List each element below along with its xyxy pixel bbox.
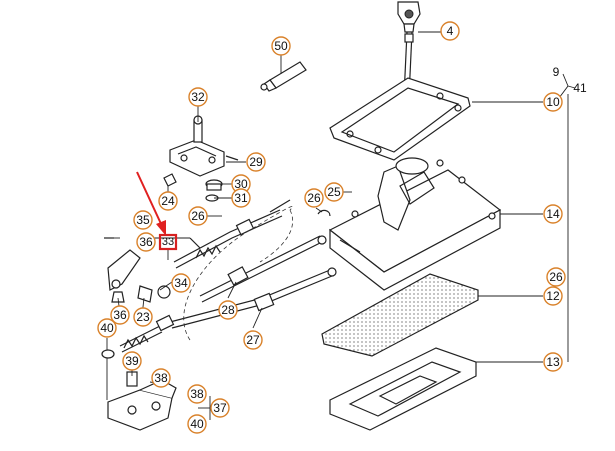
svg-text:24: 24 xyxy=(161,194,175,208)
svg-text:39: 39 xyxy=(125,354,139,368)
svg-text:33: 33 xyxy=(162,236,174,248)
cover-plate xyxy=(329,347,477,431)
highlight-arrow xyxy=(136,171,166,236)
callout-40-lower[interactable]: 40 xyxy=(187,414,207,434)
svg-text:30: 30 xyxy=(234,177,248,191)
svg-text:28: 28 xyxy=(221,303,235,317)
svg-text:26: 26 xyxy=(307,191,321,205)
callout-36-upper[interactable]: 36 xyxy=(136,232,156,252)
svg-text:36: 36 xyxy=(113,308,127,322)
callout-26-right[interactable]: 26 xyxy=(546,267,566,287)
callout-14[interactable]: 14 xyxy=(543,204,563,224)
callout-13[interactable]: 13 xyxy=(543,352,563,372)
svg-text:37: 37 xyxy=(213,401,227,415)
callout-4[interactable]: 4 xyxy=(440,21,460,41)
svg-text:40: 40 xyxy=(100,321,114,335)
svg-text:10: 10 xyxy=(546,95,560,109)
svg-text:32: 32 xyxy=(191,90,205,104)
lower-bracket xyxy=(101,349,177,431)
svg-text:4: 4 xyxy=(447,24,454,38)
svg-text:36: 36 xyxy=(139,235,153,249)
callout-9[interactable]: 9 xyxy=(553,65,560,79)
shift-housing xyxy=(328,157,502,291)
callout-38-upper[interactable]: 38 xyxy=(151,368,171,388)
callout-12[interactable]: 12 xyxy=(543,286,563,306)
gear-knob-top xyxy=(397,1,421,33)
callout-36-lower[interactable]: 36 xyxy=(110,305,130,325)
svg-text:31: 31 xyxy=(234,191,248,205)
callout-24[interactable]: 24 xyxy=(158,191,178,211)
svg-text:12: 12 xyxy=(546,289,560,303)
callout-10[interactable]: 10 xyxy=(543,92,563,112)
callout-39[interactable]: 39 xyxy=(122,351,142,371)
svg-text:26: 26 xyxy=(191,209,205,223)
shift-cable xyxy=(169,267,337,329)
callout-25[interactable]: 25 xyxy=(324,182,344,202)
callout-28[interactable]: 28 xyxy=(218,300,238,320)
svg-text:25: 25 xyxy=(327,185,341,199)
svg-text:38: 38 xyxy=(154,371,168,385)
callout-31[interactable]: 31 xyxy=(231,188,251,208)
svg-text:23: 23 xyxy=(136,310,150,324)
callout-26-left[interactable]: 26 xyxy=(188,206,208,226)
small-hardware xyxy=(163,173,223,202)
callout-34[interactable]: 34 xyxy=(171,273,191,293)
svg-text:41: 41 xyxy=(573,81,587,95)
callout-37[interactable]: 37 xyxy=(210,398,230,418)
gasket-frame xyxy=(329,77,471,161)
grease-tube xyxy=(260,61,307,92)
callout-33-highlighted[interactable]: 33 xyxy=(158,233,178,251)
callout-40-upper[interactable]: 40 xyxy=(97,318,117,338)
retaining-clip xyxy=(317,209,331,217)
callout-38-lower[interactable]: 38 xyxy=(187,384,207,404)
callout-29[interactable]: 29 xyxy=(246,152,266,172)
svg-text:26: 26 xyxy=(549,270,563,284)
svg-text:14: 14 xyxy=(546,207,560,221)
callout-27[interactable]: 27 xyxy=(243,330,263,350)
svg-text:13: 13 xyxy=(546,355,560,369)
cable-end-upper xyxy=(173,199,291,269)
callout-41[interactable]: 41 xyxy=(573,81,587,95)
svg-text:9: 9 xyxy=(553,65,560,79)
svg-text:40: 40 xyxy=(190,417,204,431)
svg-text:27: 27 xyxy=(246,333,260,347)
callout-32[interactable]: 32 xyxy=(188,87,208,107)
boundary-dashed xyxy=(183,206,293,341)
svg-text:50: 50 xyxy=(274,39,288,53)
dotted-pad xyxy=(321,273,479,357)
svg-text:38: 38 xyxy=(190,387,204,401)
selector-cable xyxy=(199,235,327,303)
callout-23[interactable]: 23 xyxy=(133,307,153,327)
cable-end-lower xyxy=(119,314,175,353)
svg-text:34: 34 xyxy=(174,276,188,290)
bracket-assembly xyxy=(169,115,239,177)
callout-26-housing[interactable]: 26 xyxy=(304,188,324,208)
callout-50[interactable]: 50 xyxy=(271,36,291,56)
svg-text:35: 35 xyxy=(136,213,150,227)
svg-text:29: 29 xyxy=(249,155,263,169)
callout-35[interactable]: 35 xyxy=(133,210,153,230)
